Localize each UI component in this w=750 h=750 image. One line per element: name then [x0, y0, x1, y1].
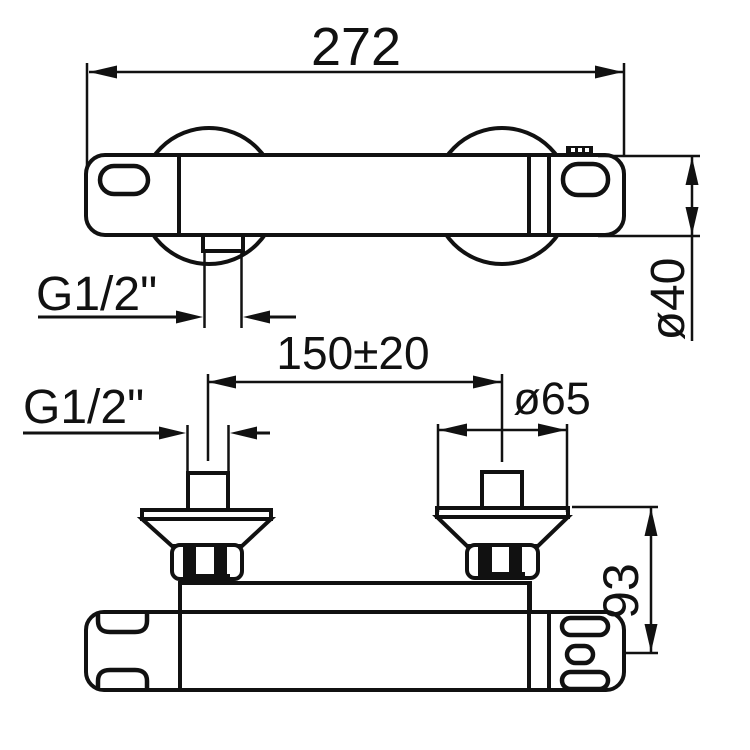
dimension-diameter-65: ø65: [436, 373, 591, 512]
union-nut-left: [170, 543, 244, 581]
union-cone-right: [432, 515, 573, 548]
dim-g12-top-label: G1/2": [36, 268, 157, 321]
bottom-view: [84, 470, 626, 692]
arrowhead-right: [159, 426, 186, 440]
diverter-knob-notch: [585, 148, 589, 152]
dimension-93: 93: [572, 505, 658, 655]
front-view: [84, 126, 626, 266]
mixer-bar-front: [84, 153, 626, 237]
diverter-knob-notch: [578, 148, 582, 152]
cap-slot-left-top: [95, 614, 150, 635]
nut-base-right: [478, 572, 525, 580]
dim-65-label: ø65: [513, 373, 591, 424]
arrowhead-right: [538, 423, 566, 437]
dimension-272: 272: [85, 17, 626, 170]
arrowhead-left: [230, 426, 257, 440]
dimension-outlet-thread: G1/2": [36, 251, 296, 328]
dimension-150-20: 150±20: [206, 327, 504, 462]
arrowhead-left: [89, 65, 117, 79]
arrowhead-up: [685, 157, 699, 185]
nut-base-left: [183, 574, 230, 582]
cap-slot-right-top: [559, 615, 611, 638]
union-cone-left: [136, 517, 277, 548]
dim-150-label: 150±20: [276, 327, 429, 379]
inlet-pipe-right: [480, 470, 524, 511]
mixer-bar-bottom: [84, 610, 626, 692]
inlet-pipe-left: [186, 471, 230, 513]
arrowhead-down: [644, 624, 658, 652]
arrowhead-right: [473, 375, 501, 389]
arrowhead-down: [685, 207, 699, 235]
cap-slot-left-bottom: [95, 667, 150, 688]
nut-stripe: [509, 547, 522, 576]
cap-slot-right-middle: [564, 643, 596, 666]
dim-40-label: ø40: [642, 258, 695, 341]
handle-slot-right: [560, 161, 611, 198]
cap-slot-right-bottom: [559, 669, 611, 692]
diverter-knob-notch: [571, 148, 575, 152]
arrowhead-right: [595, 65, 623, 79]
nut-stripe: [183, 547, 196, 578]
arrowhead-up: [644, 508, 658, 536]
dimension-inlet-thread: G1/2": [23, 381, 270, 473]
dim-93-label: 93: [593, 563, 649, 619]
nut-stripe: [214, 547, 227, 578]
handle-slot-left: [97, 163, 151, 197]
dimension-diameter-40: ø40: [598, 154, 700, 341]
dim-g12-bottom-label: G1/2": [23, 381, 144, 434]
arrowhead-left: [439, 423, 467, 437]
dim-272-label: 272: [311, 17, 401, 77]
arrowhead-left: [243, 310, 270, 324]
arrowhead-left: [208, 375, 236, 389]
nut-stripe: [478, 547, 492, 576]
arrowhead-right: [176, 310, 203, 324]
